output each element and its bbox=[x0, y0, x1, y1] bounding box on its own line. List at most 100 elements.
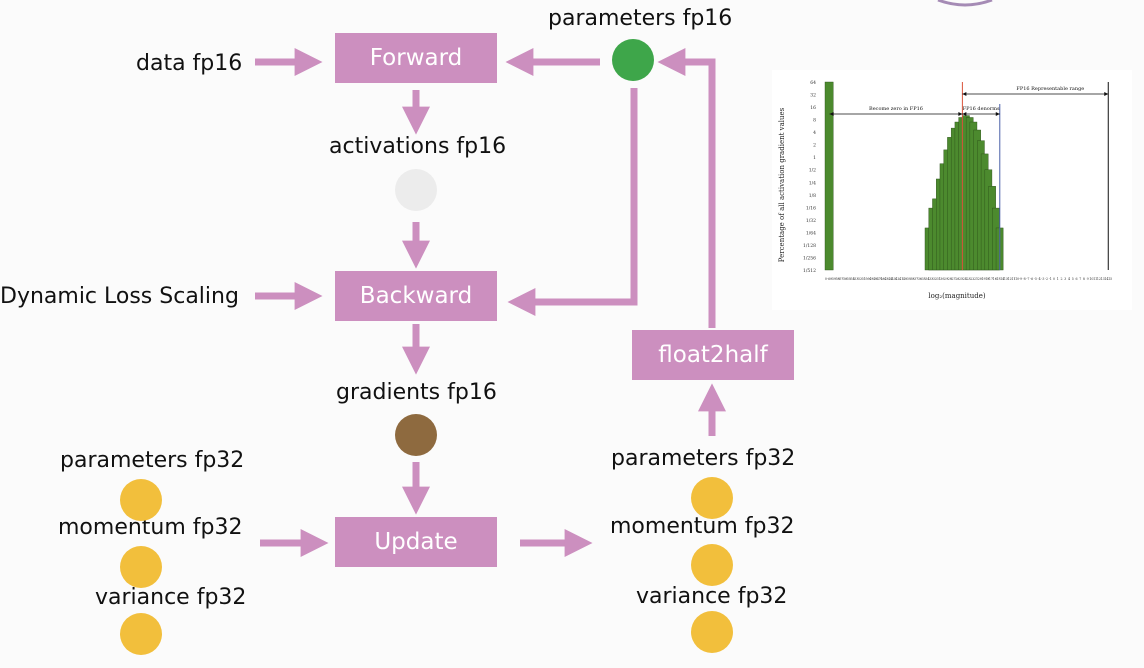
denorms-arrow-head bbox=[995, 112, 1000, 116]
x-tick-label: -47 bbox=[876, 277, 881, 281]
x-tick-label: -53 bbox=[853, 277, 858, 281]
left-momentum-fp32-dot bbox=[120, 546, 162, 588]
x-tick-label: -40 bbox=[902, 277, 907, 281]
y-tick-label: 1/32 bbox=[806, 218, 816, 224]
right-parameters-fp32-dot bbox=[691, 477, 733, 519]
representable-range-label: FP16 Representable range bbox=[1016, 86, 1084, 92]
x-tick-label: -55 bbox=[846, 277, 851, 281]
right-momentum-fp32-dot bbox=[691, 544, 733, 586]
x-tick-label: -2 bbox=[1045, 277, 1048, 281]
x-tick-label: -13 bbox=[1003, 277, 1008, 281]
representable-range-arrow-head bbox=[1104, 92, 1109, 96]
gradient-histogram-chart: Percentage of all activation gradient va… bbox=[772, 70, 1132, 310]
right-momentum-fp32-label: momentum fp32 bbox=[610, 514, 795, 539]
x-tick-label: -44 bbox=[887, 277, 892, 281]
y-tick-label: 1/2 bbox=[809, 168, 816, 174]
x-tick-label: 13 bbox=[1101, 277, 1105, 281]
representable-range-arrow-head bbox=[962, 92, 967, 96]
parameters-fp16-label: parameters fp16 bbox=[548, 6, 733, 31]
x-tick-label: -59 bbox=[831, 277, 836, 281]
x-tick-label: -8 bbox=[1023, 277, 1026, 281]
x-tick-label: -1 bbox=[1049, 277, 1052, 281]
x-tick-label: 12 bbox=[1097, 277, 1101, 281]
y-tick-label: 1/512 bbox=[803, 268, 816, 274]
x-tick-label: -35 bbox=[921, 277, 926, 281]
left-parameters-fp32-label: parameters fp32 bbox=[60, 448, 245, 473]
x-tick-label: 0 bbox=[825, 277, 827, 281]
x-tick-label: -19 bbox=[980, 277, 985, 281]
x-tick-label: -49 bbox=[868, 277, 873, 281]
x-tick-label: -42 bbox=[894, 277, 899, 281]
x-tick-label: 2 bbox=[1060, 277, 1062, 281]
dynamic-loss-scaling-label: Dynamic Loss Scaling bbox=[0, 284, 239, 309]
right-variance-fp32-label: variance fp32 bbox=[636, 584, 788, 609]
x-tick-label: -60 bbox=[827, 277, 832, 281]
become-zero-label: Become zero in FP16 bbox=[869, 106, 923, 112]
x-tick-label: -6 bbox=[1030, 277, 1033, 281]
logo-partial bbox=[937, 0, 993, 7]
y-tick-label: 1/4 bbox=[809, 180, 816, 186]
forward-box: Forward bbox=[335, 33, 497, 83]
x-tick-label: -54 bbox=[849, 277, 854, 281]
x-tick-label: -37 bbox=[913, 277, 918, 281]
left-parameters-fp32-dot bbox=[120, 479, 162, 521]
denorms-label: FP16 denorms bbox=[963, 106, 1000, 112]
x-tick-label: -30 bbox=[939, 277, 944, 281]
x-tick-label: -57 bbox=[838, 277, 843, 281]
x-tick-label: -34 bbox=[924, 277, 929, 281]
x-tick-label: 9 bbox=[1087, 277, 1089, 281]
x-tick-label: 14 bbox=[1104, 277, 1108, 281]
update-box: Update bbox=[335, 517, 497, 567]
data-fp16-label: data fp16 bbox=[136, 51, 243, 76]
x-tick-label: -39 bbox=[906, 277, 911, 281]
x-tick-label: -18 bbox=[984, 277, 989, 281]
y-tick-label: 1/128 bbox=[803, 243, 816, 249]
parameters-fp16-dot bbox=[612, 39, 654, 81]
x-tick-label: 10 bbox=[1089, 277, 1093, 281]
x-tick-label: -29 bbox=[943, 277, 948, 281]
denorms-arrow-head bbox=[962, 112, 967, 116]
x-tick-label: 7 bbox=[1079, 277, 1081, 281]
x-tick-label: 3 bbox=[1064, 277, 1066, 281]
y-tick-label: 1 bbox=[813, 155, 816, 161]
x-tick-label: -21 bbox=[973, 277, 978, 281]
x-tick-label: 6 bbox=[1075, 277, 1077, 281]
x-tick-label: -11 bbox=[1010, 277, 1015, 281]
x-tick-label: -3 bbox=[1041, 277, 1044, 281]
x-tick-label: 1 bbox=[1057, 277, 1059, 281]
x-tick-label: -36 bbox=[917, 277, 922, 281]
x-tick-label: 4 bbox=[1068, 277, 1070, 281]
x-tick-label: 8 bbox=[1083, 277, 1085, 281]
x-tick-label: -14 bbox=[999, 277, 1004, 281]
become-zero-arrow-head bbox=[958, 112, 963, 116]
y-tick-label: 1/256 bbox=[803, 255, 816, 261]
left-variance-fp32-label: variance fp32 bbox=[95, 585, 247, 610]
x-tick-label: 15 bbox=[1108, 277, 1112, 281]
x-tick-label: -17 bbox=[988, 277, 993, 281]
x-tick-label: -43 bbox=[891, 277, 896, 281]
x-tick-label: -58 bbox=[835, 277, 840, 281]
x-tick-label: -28 bbox=[947, 277, 952, 281]
right-variance-fp32-dot bbox=[691, 611, 733, 653]
float2half-box: float2half bbox=[632, 330, 794, 380]
x-tick-label: -41 bbox=[898, 277, 903, 281]
x-tick-label: -9 bbox=[1019, 277, 1022, 281]
x-tick-label: -25 bbox=[958, 277, 963, 281]
x-tick-label: -10 bbox=[1014, 277, 1019, 281]
x-tick-label: -20 bbox=[977, 277, 982, 281]
y-tick-label: 32 bbox=[810, 93, 816, 99]
activations-fp16-label: activations fp16 bbox=[329, 134, 507, 159]
arrow-params-to-backward bbox=[507, 88, 638, 316]
x-tick-label: -56 bbox=[842, 277, 847, 281]
x-tick-label: -15 bbox=[995, 277, 1000, 281]
x-tick-label: -51 bbox=[861, 277, 866, 281]
y-tick-label: 4 bbox=[813, 130, 816, 136]
arrow-float2half-to-params bbox=[657, 48, 716, 328]
histogram-bar bbox=[824, 81, 834, 271]
gradients-fp16-dot bbox=[395, 414, 437, 456]
x-tick-label: -50 bbox=[864, 277, 869, 281]
x-tick-label: -5 bbox=[1034, 277, 1037, 281]
x-tick-label: -52 bbox=[857, 277, 862, 281]
